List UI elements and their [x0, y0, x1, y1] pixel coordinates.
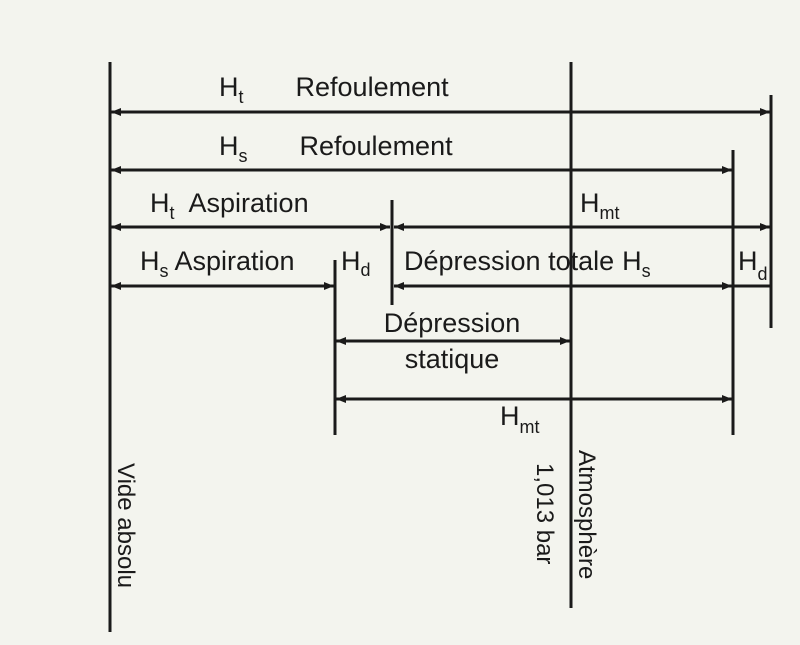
hd-left-label: Hd	[341, 246, 371, 280]
depression-statique-line1: Dépression	[384, 308, 521, 338]
hmt-top-label: Hmt	[580, 188, 620, 223]
vide-absolu-label: Vide absolu	[112, 463, 139, 588]
atmosphere-label: Atmosphère	[573, 450, 600, 579]
hd-right-label: Hd	[738, 246, 768, 284]
hmt-bottom-label: Hmt	[500, 401, 540, 437]
depression-statique-line2: statique	[405, 344, 500, 374]
pressure-label: 1,013 bar	[531, 463, 558, 564]
